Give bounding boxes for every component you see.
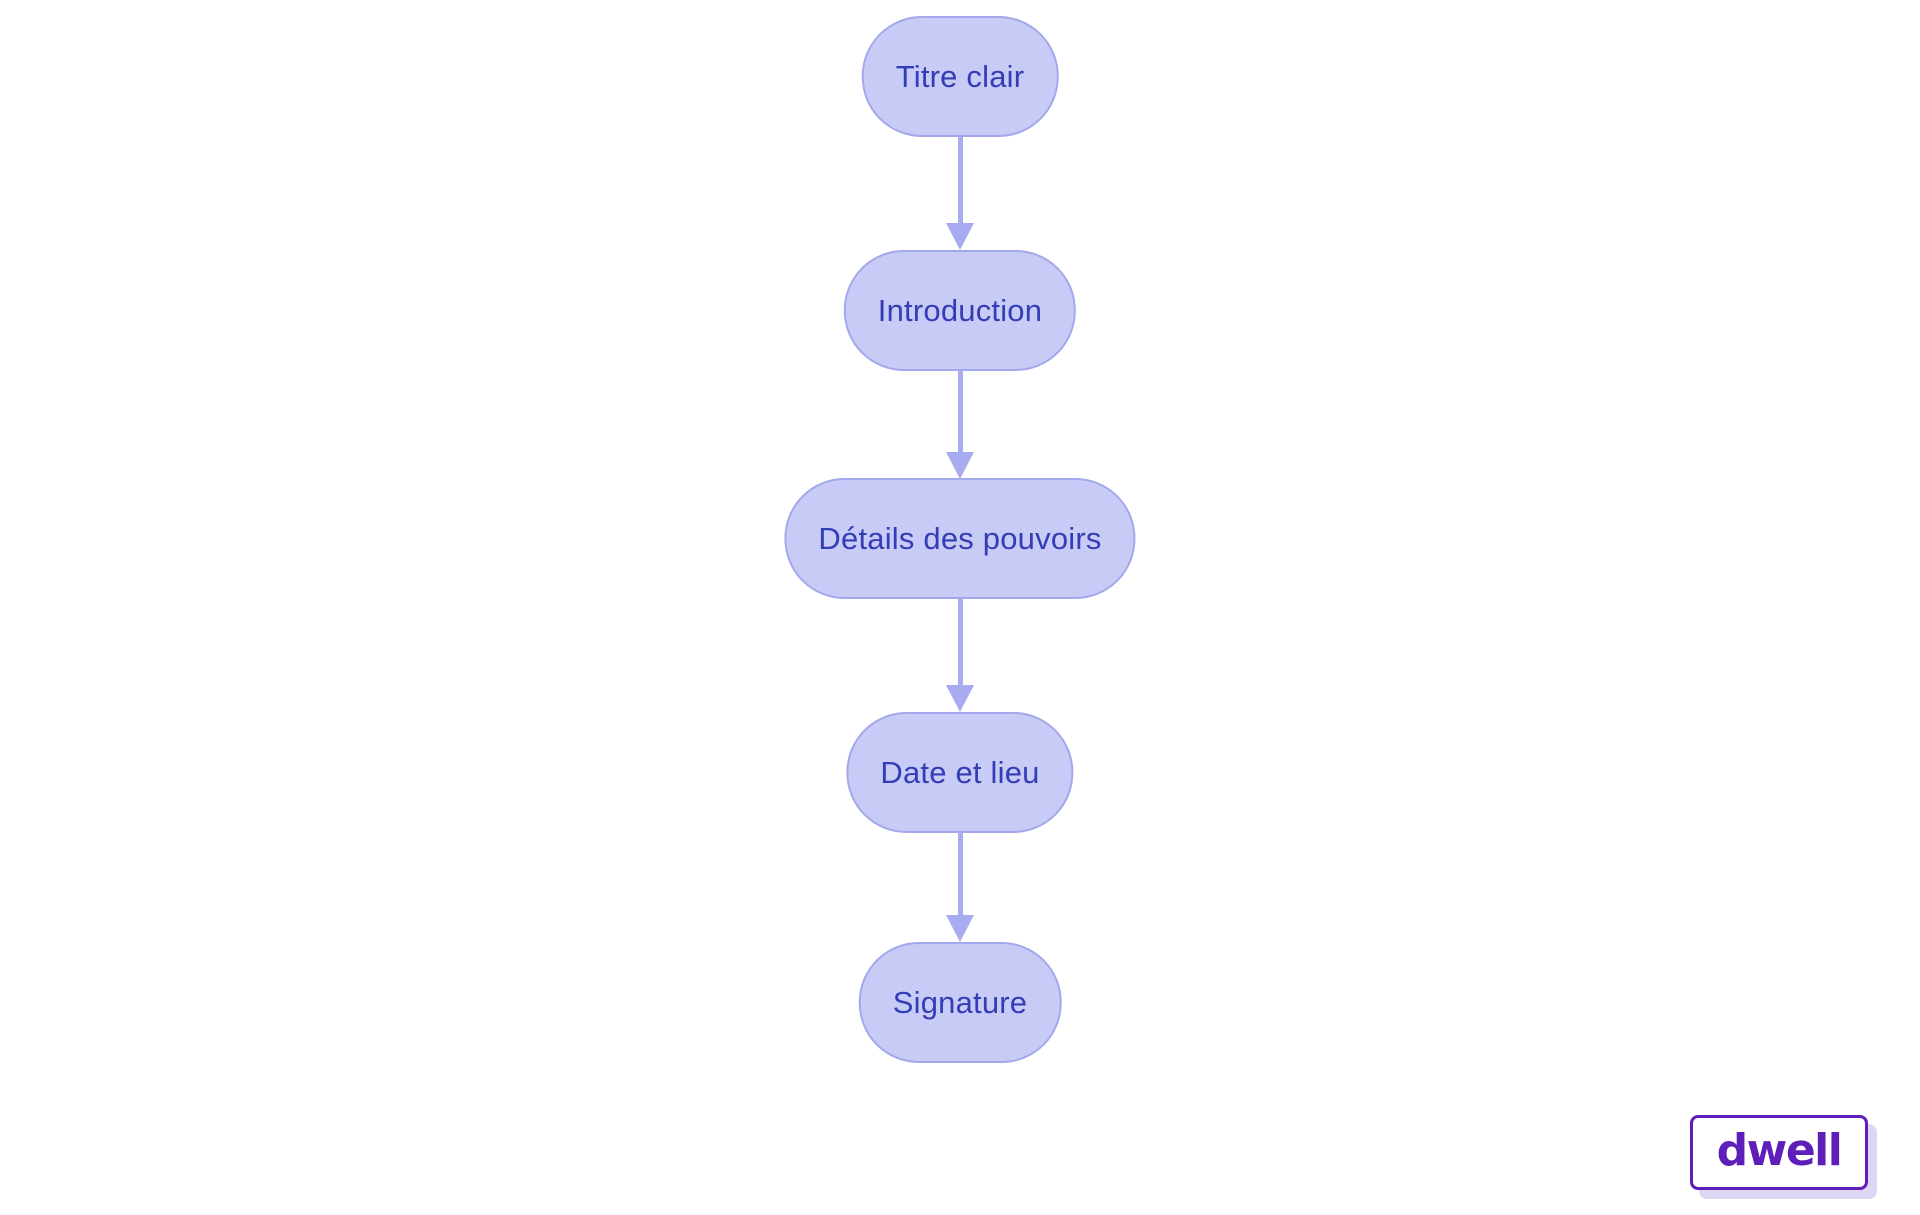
flow-node-titre-clair: Titre clair — [861, 16, 1059, 137]
node-label-details-des-pouvoirs: Détails des pouvoirs — [818, 520, 1102, 556]
flow-node-signature: Signature — [858, 942, 1062, 1063]
arrow-line-3 — [957, 598, 963, 686]
dwell-logo: dwell — [1690, 1115, 1868, 1190]
arrow-head-icon-2 — [946, 452, 974, 479]
node-label-date-et-lieu: Date et lieu — [880, 754, 1040, 790]
arrow-line-4 — [957, 832, 963, 916]
dwell-logo-text: dwell — [1716, 1124, 1843, 1176]
flow-node-details-des-pouvoirs: Détails des pouvoirs — [784, 478, 1136, 599]
arrow-head-icon-1 — [946, 223, 974, 250]
arrow-line-1 — [957, 137, 963, 224]
flow-node-date-et-lieu: Date et lieu — [846, 712, 1074, 833]
arrow-head-icon-3 — [946, 685, 974, 712]
node-label-signature: Signature — [892, 984, 1028, 1020]
node-label-introduction: Introduction — [877, 292, 1043, 328]
node-label-titre-clair: Titre clair — [895, 58, 1025, 94]
flow-node-introduction: Introduction — [843, 250, 1077, 371]
arrow-line-2 — [957, 370, 963, 453]
arrow-head-icon-4 — [946, 915, 974, 942]
